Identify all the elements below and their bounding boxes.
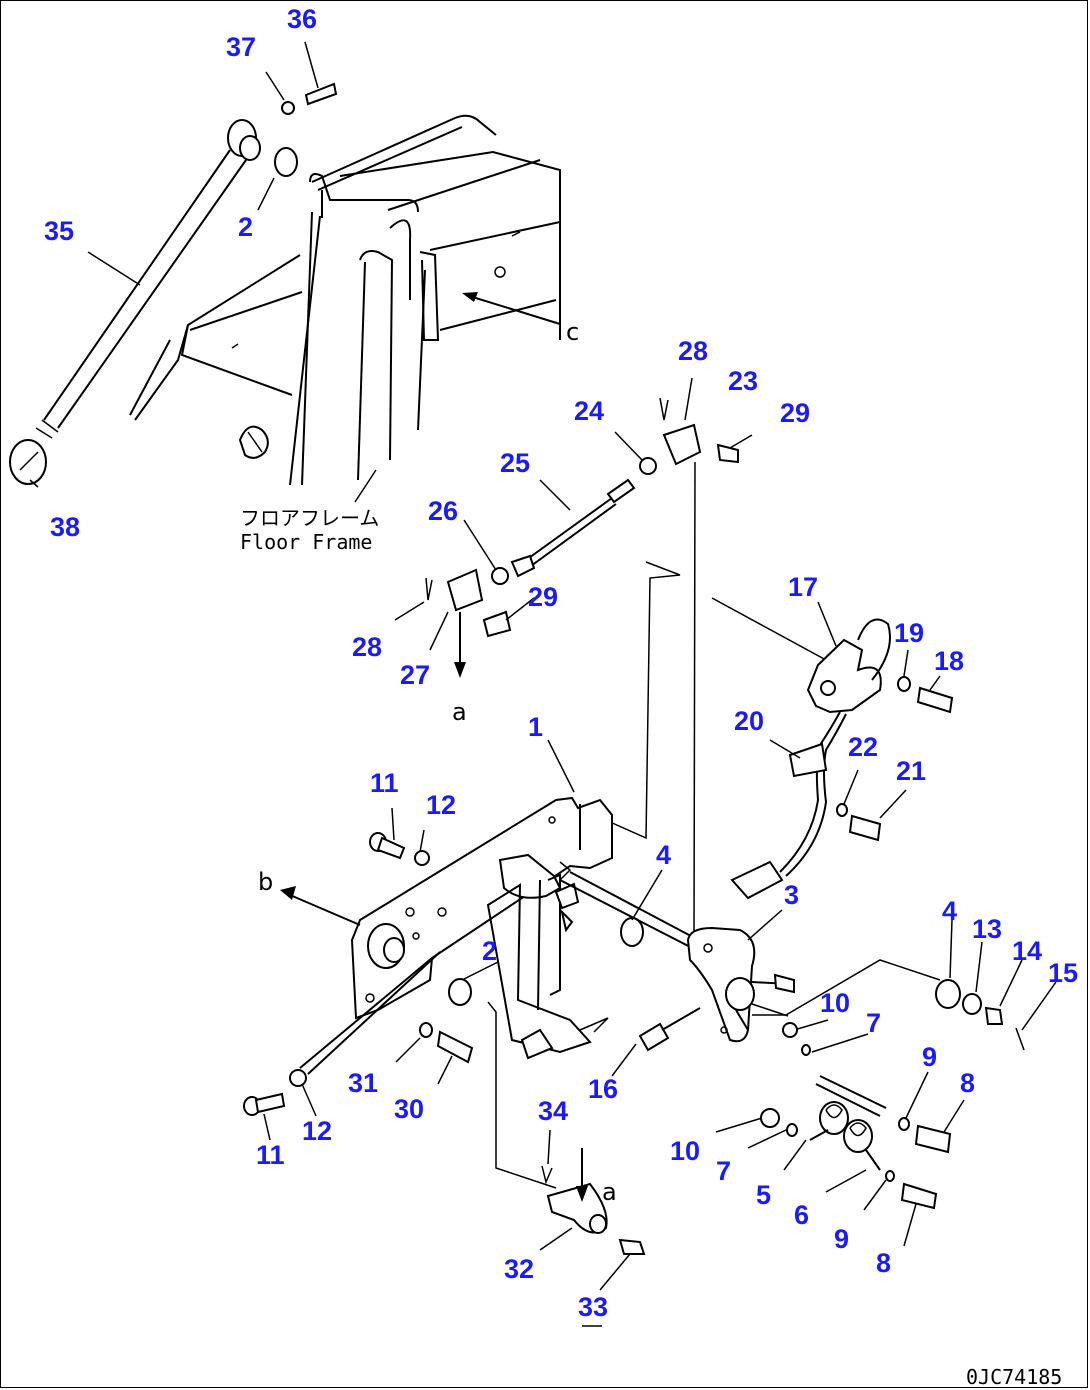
label-17: 17 — [788, 572, 818, 602]
label-38: 38 — [50, 512, 80, 542]
label-33: 33 — [578, 1292, 608, 1322]
leaders-right — [793, 919, 1057, 1053]
part-labels: 36 37 35 2 38 28 23 24 29 25 26 29 28 27… — [44, 4, 1078, 1322]
ref-c: c — [566, 318, 579, 346]
label-6: 6 — [794, 1200, 809, 1230]
label-18: 18 — [934, 646, 964, 676]
label-15: 15 — [1048, 958, 1078, 988]
leaders-spring — [715, 1071, 965, 1247]
label-8-top: 8 — [960, 1068, 975, 1098]
label-4-right: 4 — [942, 896, 957, 926]
label-19: 19 — [894, 618, 924, 648]
label-37: 37 — [226, 32, 256, 62]
label-25: 25 — [500, 448, 530, 478]
leaders-bottom-left — [263, 1037, 637, 1141]
label-12-top: 12 — [426, 790, 456, 820]
label-11-bottom: 11 — [256, 1140, 285, 1170]
label-13: 13 — [972, 914, 1002, 944]
label-7-top: 7 — [866, 1008, 881, 1038]
label-31: 31 — [348, 1068, 378, 1098]
leaders-top-left — [29, 41, 319, 488]
pin-7-top — [801, 1044, 811, 1056]
floor-frame-leader — [354, 469, 377, 503]
bracket-1 — [350, 796, 613, 1060]
floor-frame-jp: フロアフレーム — [240, 506, 379, 530]
label-26: 26 — [428, 496, 458, 526]
label-28-top: 28 — [678, 336, 708, 366]
rod-25 — [425, 397, 739, 638]
label-7-bottom: 7 — [716, 1156, 731, 1186]
label-9-top: 9 — [922, 1042, 937, 1072]
label-29-top: 29 — [780, 398, 810, 428]
connection-lines — [487, 461, 827, 1189]
leaders-rod-25 — [394, 377, 753, 651]
bolts-bottom-left — [243, 1022, 474, 1116]
label-5: 5 — [756, 1180, 771, 1210]
rod-35 — [9, 82, 338, 485]
label-21: 21 — [896, 756, 926, 786]
label-36: 36 — [287, 4, 317, 34]
spring-assembly — [760, 1075, 952, 1210]
label-29-left: 29 — [528, 582, 558, 612]
bolt-11-top — [369, 832, 430, 866]
label-10-bottom: 10 — [670, 1136, 700, 1166]
label-20: 20 — [734, 706, 764, 736]
ref-a-bottom: a — [602, 1178, 617, 1206]
label-24: 24 — [574, 396, 604, 426]
leaders-bottom — [539, 1129, 631, 1327]
leaders-cable — [769, 601, 941, 819]
label-10-top: 10 — [820, 988, 850, 1018]
shaft — [299, 871, 707, 1075]
label-32: 32 — [504, 1254, 534, 1284]
drawing-code: 0JC74185 — [966, 1365, 1062, 1389]
right-fasteners — [752, 959, 1025, 1051]
lever-3 — [638, 926, 795, 1052]
label-35: 35 — [44, 216, 74, 246]
label-12-bottom: 12 — [302, 1116, 332, 1146]
label-1: 1 — [528, 712, 543, 742]
arrow-a-bottom — [576, 1148, 588, 1202]
washer-10-top — [782, 1022, 798, 1038]
label-3: 3 — [784, 880, 799, 910]
floor-frame — [129, 114, 561, 486]
leaders-lever — [391, 739, 789, 1017]
label-22: 22 — [848, 732, 878, 762]
label-8-bottom: 8 — [876, 1248, 891, 1278]
label-16: 16 — [588, 1074, 618, 1104]
label-9-bottom: 9 — [834, 1224, 849, 1254]
arrow-b — [280, 886, 361, 926]
cable-17-20 — [730, 618, 954, 900]
clevis-32 — [541, 1165, 646, 1255]
label-11-top: 11 — [370, 768, 399, 798]
ref-b: b — [258, 868, 273, 896]
ref-a-left: a — [452, 698, 467, 726]
label-4-center: 4 — [656, 840, 671, 870]
label-27: 27 — [400, 660, 430, 690]
label-34: 34 — [538, 1096, 568, 1126]
label-14: 14 — [1012, 936, 1042, 966]
arrow-a-left — [454, 612, 466, 678]
label-23: 23 — [728, 366, 758, 396]
label-30: 30 — [394, 1094, 424, 1124]
label-2-center: 2 — [482, 936, 497, 966]
label-2-top: 2 — [238, 212, 253, 242]
floor-frame-en: Floor Frame — [240, 530, 372, 554]
label-28-left: 28 — [352, 632, 382, 662]
